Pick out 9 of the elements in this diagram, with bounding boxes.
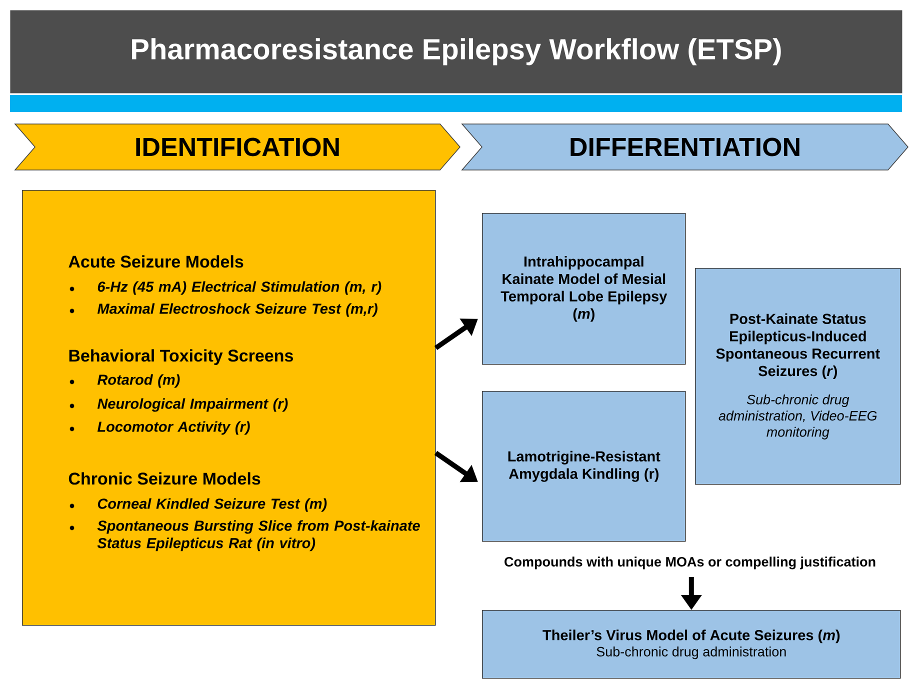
model-box: Post-Kainate Status Epilepticus-Induced Spontaneous Recurrent Seizures (r) Sub-chronic drug administration, Video-EEG monitoring [695,268,901,485]
title-banner: Pharmacoresistance Epilepsy Workflow (ETSP) [10,10,902,94]
model-box: Theiler’s Virus Model of Acute Seizures (m) Sub-chronic drug administration [482,610,901,679]
chevron-banner: IDENTIFICATION [14,124,461,170]
screening-panel: Acute Seizure Models 6-Hz (45 mA) Electrical Stimulation (m, r) Maximal Electroshock Seizure Test (m,r) Behavioral Toxicity Screens Rotarod (m) Neurological Impairment (r) Locomotor Activity (r) Chronic Seizure Models Corneal Kindled Seizure Test (m) Spontaneous Bursting Slice from Post-kainate Status Epilepticus Rat (in vitro) [22,190,436,626]
model-box: Intrahippocampal Kainate Model of Mesial Temporal Lobe Epilepsy (m) [482,213,686,365]
model-box: Lamotrigine-Resistant Amygdala Kindling (r) [482,391,686,542]
chevron-banner: DIFFERENTIATION [461,124,909,170]
edge-label: Compounds with unique MOAs or compelling justification [504,556,876,570]
